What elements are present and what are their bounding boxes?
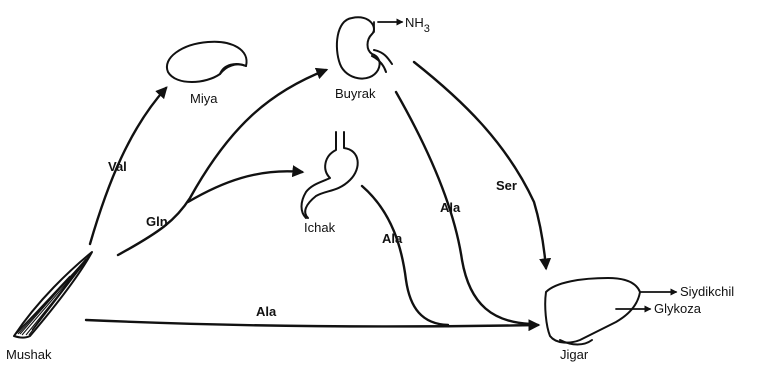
muscle-label: Mushak	[6, 347, 52, 362]
alanine-muscle-flow-arrow	[86, 320, 538, 326]
glucose-label: Glykoza	[654, 301, 702, 316]
alanine-muscle-label: Ala	[256, 304, 277, 319]
alanine-intestine-label: Ala	[382, 231, 403, 246]
brain-label: Miya	[190, 91, 218, 106]
brain-icon	[167, 42, 247, 82]
kidney-icon	[337, 17, 392, 78]
intestine-icon	[302, 132, 358, 218]
liver-icon	[545, 278, 640, 345]
urea-label: Siydikchil	[680, 284, 734, 299]
serine-label: Ser	[496, 178, 517, 193]
alanine-kidney-flow-arrow	[396, 92, 530, 324]
glutamine-to-intestine-arrow	[188, 171, 302, 202]
alanine-intestine-flow-arrow	[362, 186, 448, 325]
muscle-icon	[14, 252, 92, 338]
intestine-label: Ichak	[304, 220, 336, 235]
alanine-kidney-label: Ala	[440, 200, 461, 215]
kidney-label: Buyrak	[335, 86, 376, 101]
glutamine-label: Gln	[146, 214, 168, 229]
liver-label: Jigar	[560, 347, 589, 362]
ammonia-label: NH3	[405, 15, 430, 35]
valine-label: Val	[108, 159, 127, 174]
